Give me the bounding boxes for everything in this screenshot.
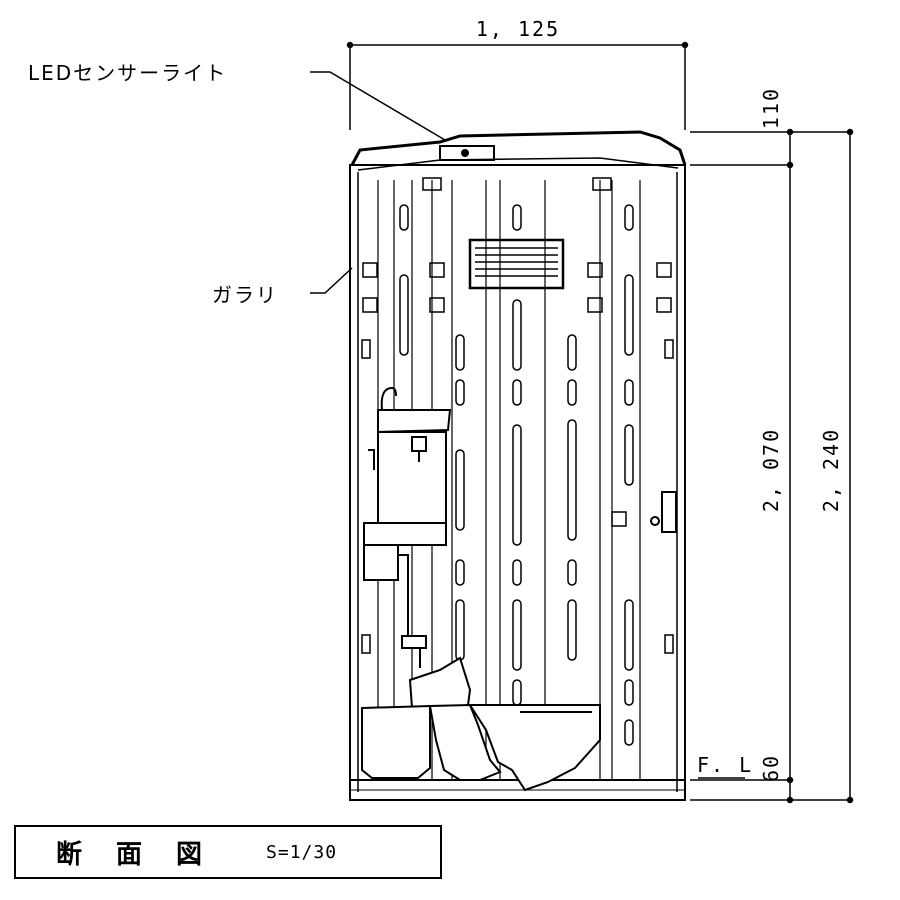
inner-height-dimension-label: 2, 070 [759, 428, 783, 512]
toilet [361, 656, 601, 792]
door-handle [650, 491, 677, 533]
total-height-dimension-label: 2, 240 [819, 428, 843, 512]
wall-clips [361, 177, 674, 654]
led-sensor-light [439, 145, 495, 161]
floor-level-dimension-label: 60 [759, 754, 783, 782]
hand-wash-basin [363, 386, 452, 668]
led-sensor-light-label: LEDセンサーライト [28, 61, 227, 85]
drawing-title: 断面図 [56, 839, 237, 870]
width-dimension-label: 1, 125 [476, 17, 560, 41]
leader-lines [310, 71, 745, 779]
roof-dimension-label: 110 [759, 87, 783, 129]
title-block: 断面図 S=1/30 [14, 825, 442, 879]
vent-label: ガラリ [212, 283, 278, 307]
vent-grille [468, 238, 565, 290]
floor-level-marker: F. L [697, 753, 753, 777]
dimension-lines [346, 41, 854, 804]
wall-slots [399, 204, 634, 746]
drawing-scale: S=1/30 [266, 841, 338, 863]
